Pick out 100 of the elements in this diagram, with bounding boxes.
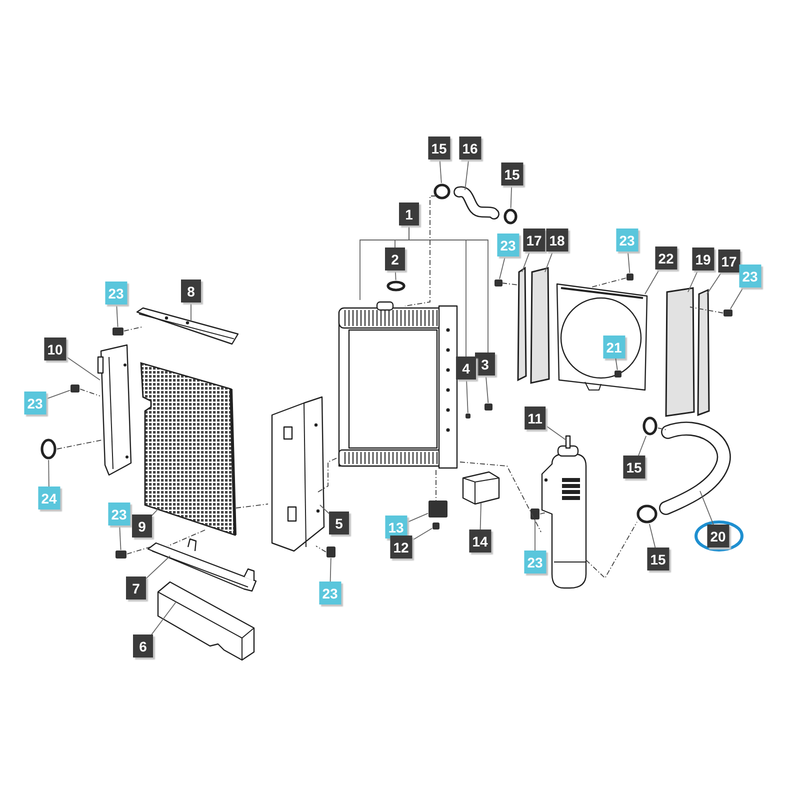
callout-number: 22 xyxy=(655,246,677,270)
callout-number: 9 xyxy=(132,514,152,538)
assembly-line xyxy=(316,546,326,552)
callout-number: 2 xyxy=(385,248,405,270)
callout-number: 15 xyxy=(501,162,523,186)
callout-number: 24 xyxy=(38,486,60,510)
callout-number: 11 xyxy=(524,406,546,430)
callout-number: 21 xyxy=(603,336,625,358)
bolt-drawing xyxy=(626,273,634,281)
leader-line xyxy=(706,272,722,294)
assembly-line xyxy=(690,306,724,314)
callout-number: 14 xyxy=(469,530,491,552)
knob-drawing xyxy=(40,438,57,460)
callout-number: 10 xyxy=(44,338,66,360)
assembly-line xyxy=(460,462,542,532)
callout-number: 17 xyxy=(718,250,740,272)
clamp-drawing xyxy=(433,183,451,200)
callout-number: 5 xyxy=(329,512,349,534)
assembly-line xyxy=(168,530,206,546)
leader-line xyxy=(615,358,618,370)
assembly-line xyxy=(126,546,150,554)
bolt-drawing xyxy=(70,384,80,393)
callout-number: 3 xyxy=(475,352,495,376)
bracket-drawing xyxy=(148,537,258,593)
assembly-line xyxy=(80,388,100,396)
leader-line xyxy=(638,436,647,456)
callout-number: 15 xyxy=(647,548,669,570)
leader-line xyxy=(152,508,158,516)
leader-line xyxy=(688,270,698,292)
leader-line xyxy=(464,159,470,190)
leader-line xyxy=(146,556,170,580)
callout-number: 20 xyxy=(707,524,729,548)
callout-number: 23 xyxy=(24,392,46,414)
leader-line xyxy=(544,424,566,440)
leader-line xyxy=(544,251,554,272)
bracket-drawing xyxy=(135,306,240,346)
callout-number: 19 xyxy=(692,248,714,270)
leader-line xyxy=(320,504,330,514)
assembly-line xyxy=(236,504,268,508)
leader-line xyxy=(730,287,744,310)
assembly-line xyxy=(540,512,548,514)
callout-number: 15 xyxy=(623,456,645,478)
leader-line xyxy=(408,225,488,353)
callout-number: 23 xyxy=(497,234,519,256)
callout-number: 17 xyxy=(523,228,545,252)
nut-drawing xyxy=(432,522,440,530)
filler-cap-drawing xyxy=(386,280,406,292)
leader-line xyxy=(65,356,100,380)
callout-number: 16 xyxy=(459,136,481,160)
callout-number: 23 xyxy=(616,228,638,252)
leader-line xyxy=(411,528,432,541)
callout-number: 7 xyxy=(126,576,146,600)
bolt-drawing xyxy=(326,546,336,558)
clamp-drawing xyxy=(503,208,518,225)
leader-line xyxy=(330,558,332,582)
callout-number: 6 xyxy=(133,634,153,658)
leader-line xyxy=(648,524,656,548)
assembly-line xyxy=(56,440,102,450)
callout-number: 15 xyxy=(428,136,450,160)
assembly-line xyxy=(592,278,626,288)
leader-line xyxy=(522,251,530,272)
assembly-line xyxy=(658,428,668,430)
bolt-drawing xyxy=(112,327,124,336)
rubber-mount-drawing xyxy=(428,500,448,518)
bolt-drawing xyxy=(494,279,503,287)
leader-line xyxy=(644,269,660,294)
bolt-drawing xyxy=(723,309,733,317)
assembly-line xyxy=(124,326,142,332)
callout-number: 23 xyxy=(108,502,130,526)
leader-line xyxy=(190,302,192,322)
leader-line xyxy=(406,512,428,523)
callout-number: 4 xyxy=(456,356,476,380)
clamp-drawing xyxy=(642,416,658,436)
seal-strip-drawing xyxy=(665,288,695,416)
callout-number: 18 xyxy=(546,228,568,252)
leader-line xyxy=(119,525,122,550)
foam-pad-drawing xyxy=(461,470,501,505)
leader-line xyxy=(439,159,442,184)
seal-strip-drawing xyxy=(697,290,710,415)
assembly-line xyxy=(404,196,436,306)
leader-line xyxy=(534,520,536,551)
clamp-drawing xyxy=(636,504,658,524)
leader-line xyxy=(480,502,482,530)
callout-number: 23 xyxy=(319,582,341,604)
leader-line xyxy=(48,460,50,487)
callout-number: 23 xyxy=(524,550,546,574)
seal-strip-drawing xyxy=(530,268,550,383)
assembly-line xyxy=(502,282,518,286)
callout-number: 8 xyxy=(181,280,201,302)
leader-line xyxy=(151,602,176,635)
callout-number: 13 xyxy=(385,516,407,538)
nut-drawing xyxy=(614,370,622,378)
callout-number: 23 xyxy=(739,264,761,288)
leader-line xyxy=(627,251,630,274)
seal-strip-drawing xyxy=(517,268,527,380)
bolt-drawing xyxy=(530,508,540,520)
leader-line xyxy=(485,375,489,404)
bolt-drawing xyxy=(115,550,127,559)
leader-line xyxy=(700,490,714,525)
leader-line xyxy=(499,256,506,280)
